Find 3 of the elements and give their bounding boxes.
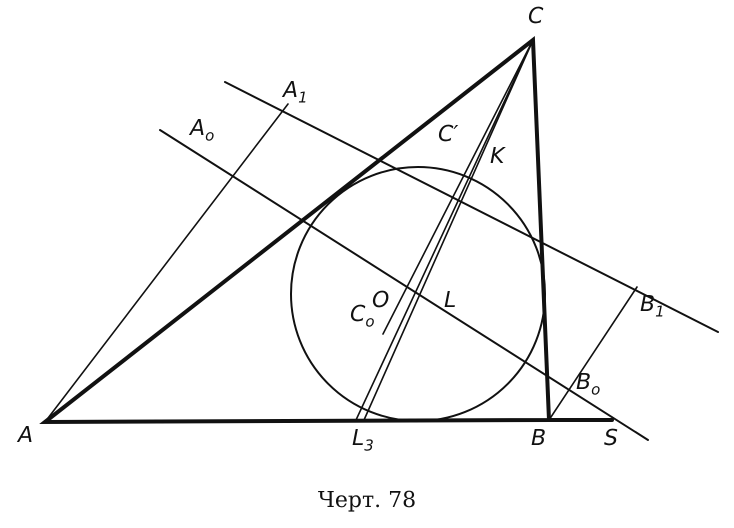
point-label: A [18,425,34,447]
figure-caption: Черт. 78 [318,488,416,513]
point-label: C [528,6,544,28]
